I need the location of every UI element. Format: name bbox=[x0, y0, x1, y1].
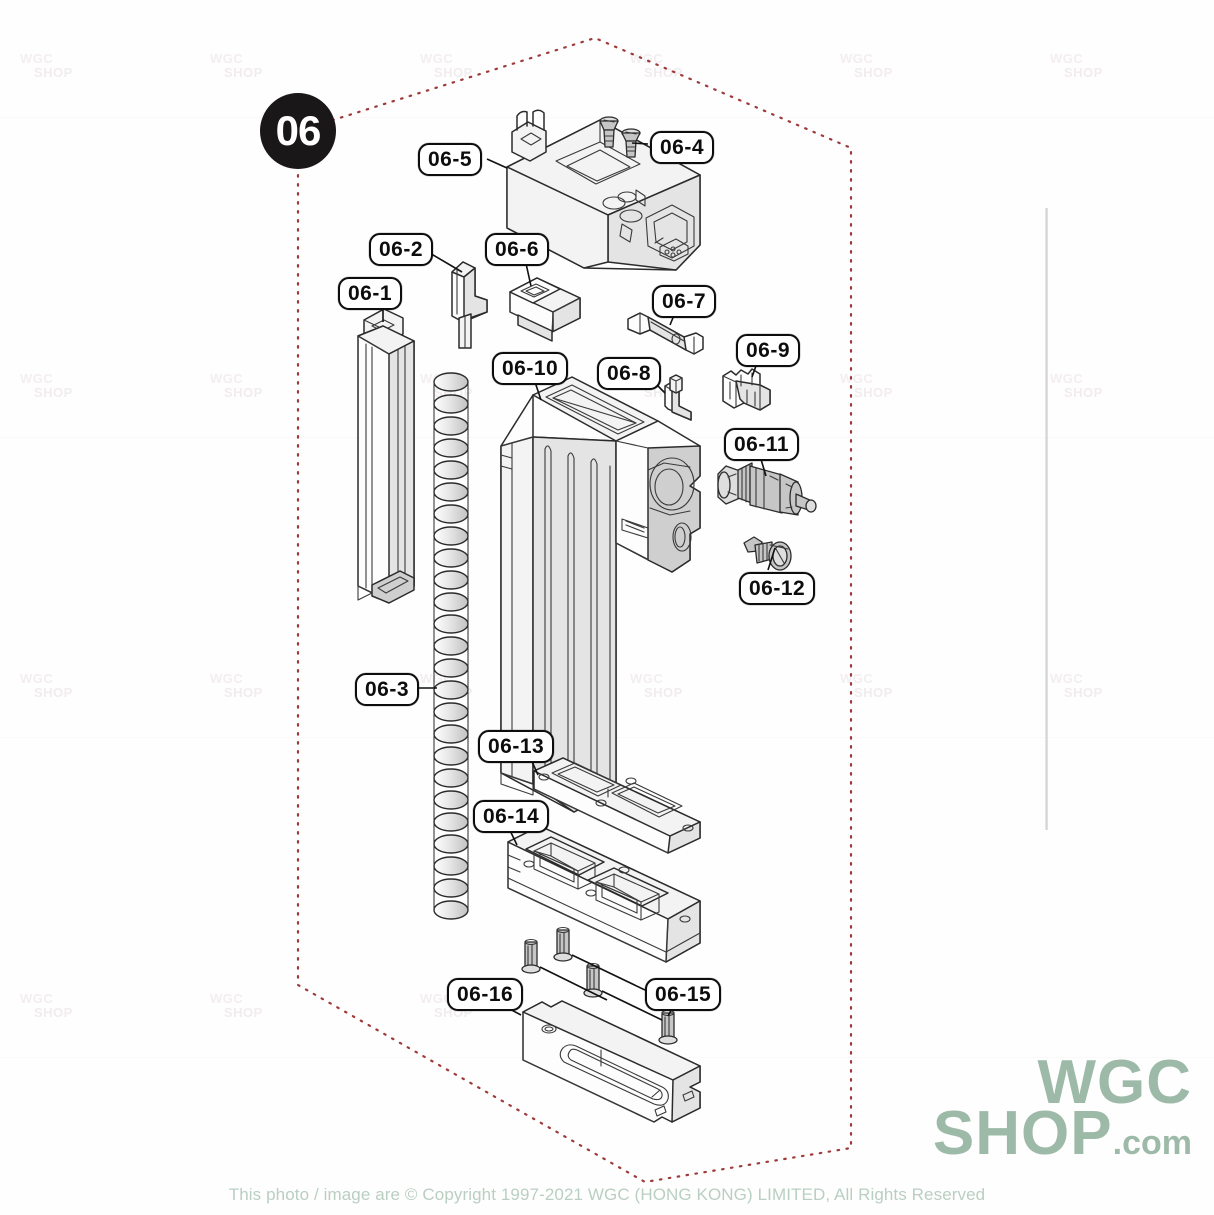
part-label-06-5[interactable]: 06-5 bbox=[418, 143, 483, 176]
part-label-06-11[interactable]: 06-11 bbox=[724, 428, 800, 461]
part-label-06-8[interactable]: 06-8 bbox=[597, 357, 662, 390]
copyright-notice: This photo / image are © Copyright 1997-… bbox=[228, 1185, 986, 1204]
logo-line-shop: SHOP.com bbox=[932, 1099, 1192, 1169]
part-06-13-base-gasket-plate bbox=[533, 757, 701, 854]
part-label-06-3[interactable]: 06-3 bbox=[355, 673, 420, 706]
part-06-15-base-plate-screws bbox=[521, 926, 678, 1045]
part-label-06-6[interactable]: 06-6 bbox=[485, 233, 550, 266]
part-label-06-2[interactable]: 06-2 bbox=[369, 233, 434, 266]
part-06-12-fill-valve-screw bbox=[743, 536, 792, 571]
part-06-9-valve-knocker bbox=[722, 368, 771, 411]
wgc-shop-logo: WGC SHOP.com bbox=[932, 1048, 1192, 1169]
part-06-14-gas-reservoir-base bbox=[507, 825, 701, 963]
part-label-06-16[interactable]: 06-16 bbox=[447, 978, 524, 1011]
part-label-06-14[interactable]: 06-14 bbox=[473, 800, 550, 833]
part-label-06-4[interactable]: 06-4 bbox=[650, 131, 715, 164]
part-label-06-7[interactable]: 06-7 bbox=[652, 285, 717, 318]
part-06-16-magazine-floor-plate bbox=[522, 1000, 701, 1123]
part-06-10-magazine-body bbox=[500, 376, 701, 813]
part-06-8-retaining-pin-bracket bbox=[664, 374, 692, 421]
part-06-5-magazine-top-shell bbox=[506, 109, 701, 271]
part-06-4-top-screws bbox=[599, 116, 641, 158]
section-boundary-outline bbox=[296, 36, 853, 1184]
part-label-06-13[interactable]: 06-13 bbox=[478, 730, 555, 763]
part-label-06-1[interactable]: 06-1 bbox=[338, 277, 403, 310]
part-label-06-15[interactable]: 06-15 bbox=[645, 978, 722, 1011]
part-06-1-magazine-follower bbox=[357, 308, 415, 604]
part-06-11-output-valve bbox=[717, 462, 817, 516]
part-06-3-magazine-spring bbox=[433, 372, 469, 920]
part-label-06-12[interactable]: 06-12 bbox=[739, 572, 816, 605]
part-label-06-10[interactable]: 06-10 bbox=[492, 352, 569, 385]
part-label-06-9[interactable]: 06-9 bbox=[736, 334, 801, 367]
logo-line-wgc: WGC bbox=[1037, 1048, 1192, 1118]
part-06-7-feed-lip-arm bbox=[627, 312, 704, 355]
page-edge-rule bbox=[1045, 208, 1048, 830]
section-number-badge: 06 bbox=[260, 93, 336, 169]
logo-dotcom: .com bbox=[1112, 1124, 1192, 1163]
part-06-6-gas-route-block bbox=[509, 277, 581, 342]
part-06-2-follower-catch bbox=[451, 261, 488, 349]
